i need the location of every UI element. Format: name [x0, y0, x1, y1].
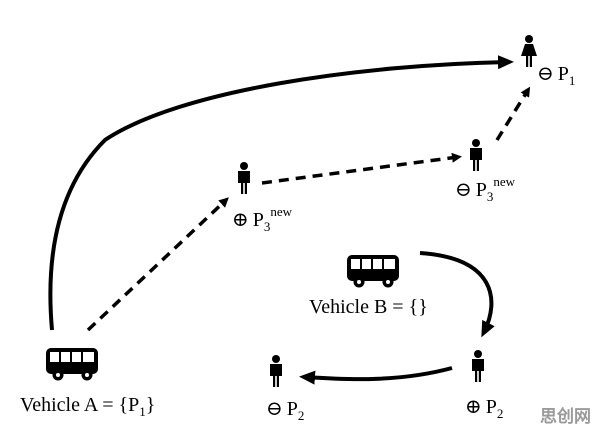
p3new-dropoff-label: ⊖P3new: [455, 174, 516, 204]
person-female-icon: [521, 35, 537, 67]
bus-icon: [347, 255, 399, 288]
person-icon: [470, 139, 482, 171]
dashed-p3new-minus-to-p1-minus: [495, 86, 531, 141]
person-icon: [270, 355, 282, 387]
watermark: 思创网: [540, 406, 591, 427]
bus-icon: [46, 348, 98, 381]
route-p2-plus-to-p2-minus: [299, 366, 453, 385]
dashed-p3new-plus-to-p3new-minus: [261, 152, 462, 185]
vehicle-b-label: Vehicle B = {}: [309, 296, 428, 318]
person-icon: [238, 162, 250, 194]
p2-pickup-label: ⊕P2: [465, 396, 503, 421]
vehicle-a-label: Vehicle A = {P1}: [20, 394, 155, 419]
route-b-to-p2-plus: [419, 251, 495, 338]
dashed-a-to-p3new-plus: [86, 197, 229, 332]
person-icon: [472, 350, 484, 382]
p3new-pickup-label: ⊕P3new: [232, 204, 293, 234]
p2-dropoff-label: ⊖P2: [266, 398, 304, 423]
route-a-to-p1-minus: [48, 55, 514, 331]
p1-dropoff-label: ⊖P1: [537, 63, 575, 88]
